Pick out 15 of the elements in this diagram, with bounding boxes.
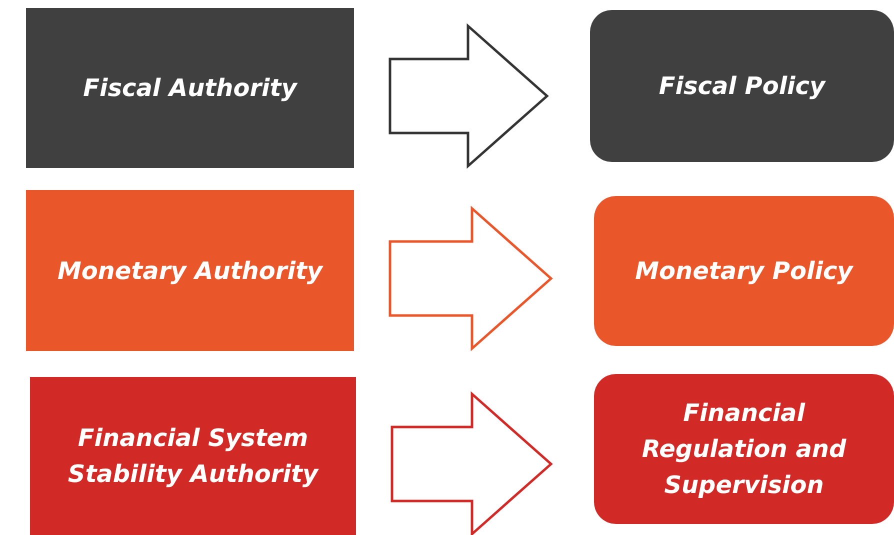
box-label: Monetary Authority xyxy=(57,256,323,286)
block-arrow xyxy=(388,23,549,169)
box-label: Fiscal Authority xyxy=(83,73,297,104)
authority-box xyxy=(26,190,354,351)
authority-box xyxy=(30,377,356,535)
block-arrow xyxy=(390,391,553,535)
box-label: Financial System Stability Authority xyxy=(66,423,320,490)
policy-box xyxy=(594,196,894,346)
box-label: Fiscal Policy xyxy=(658,71,826,102)
box-label: Monetary Policy xyxy=(635,256,853,287)
authority-box xyxy=(26,8,354,168)
block-arrow xyxy=(388,206,553,352)
policy-box xyxy=(594,374,894,524)
policy-box xyxy=(590,10,894,162)
box-label: Financial Regulation and Supervision xyxy=(640,398,848,501)
